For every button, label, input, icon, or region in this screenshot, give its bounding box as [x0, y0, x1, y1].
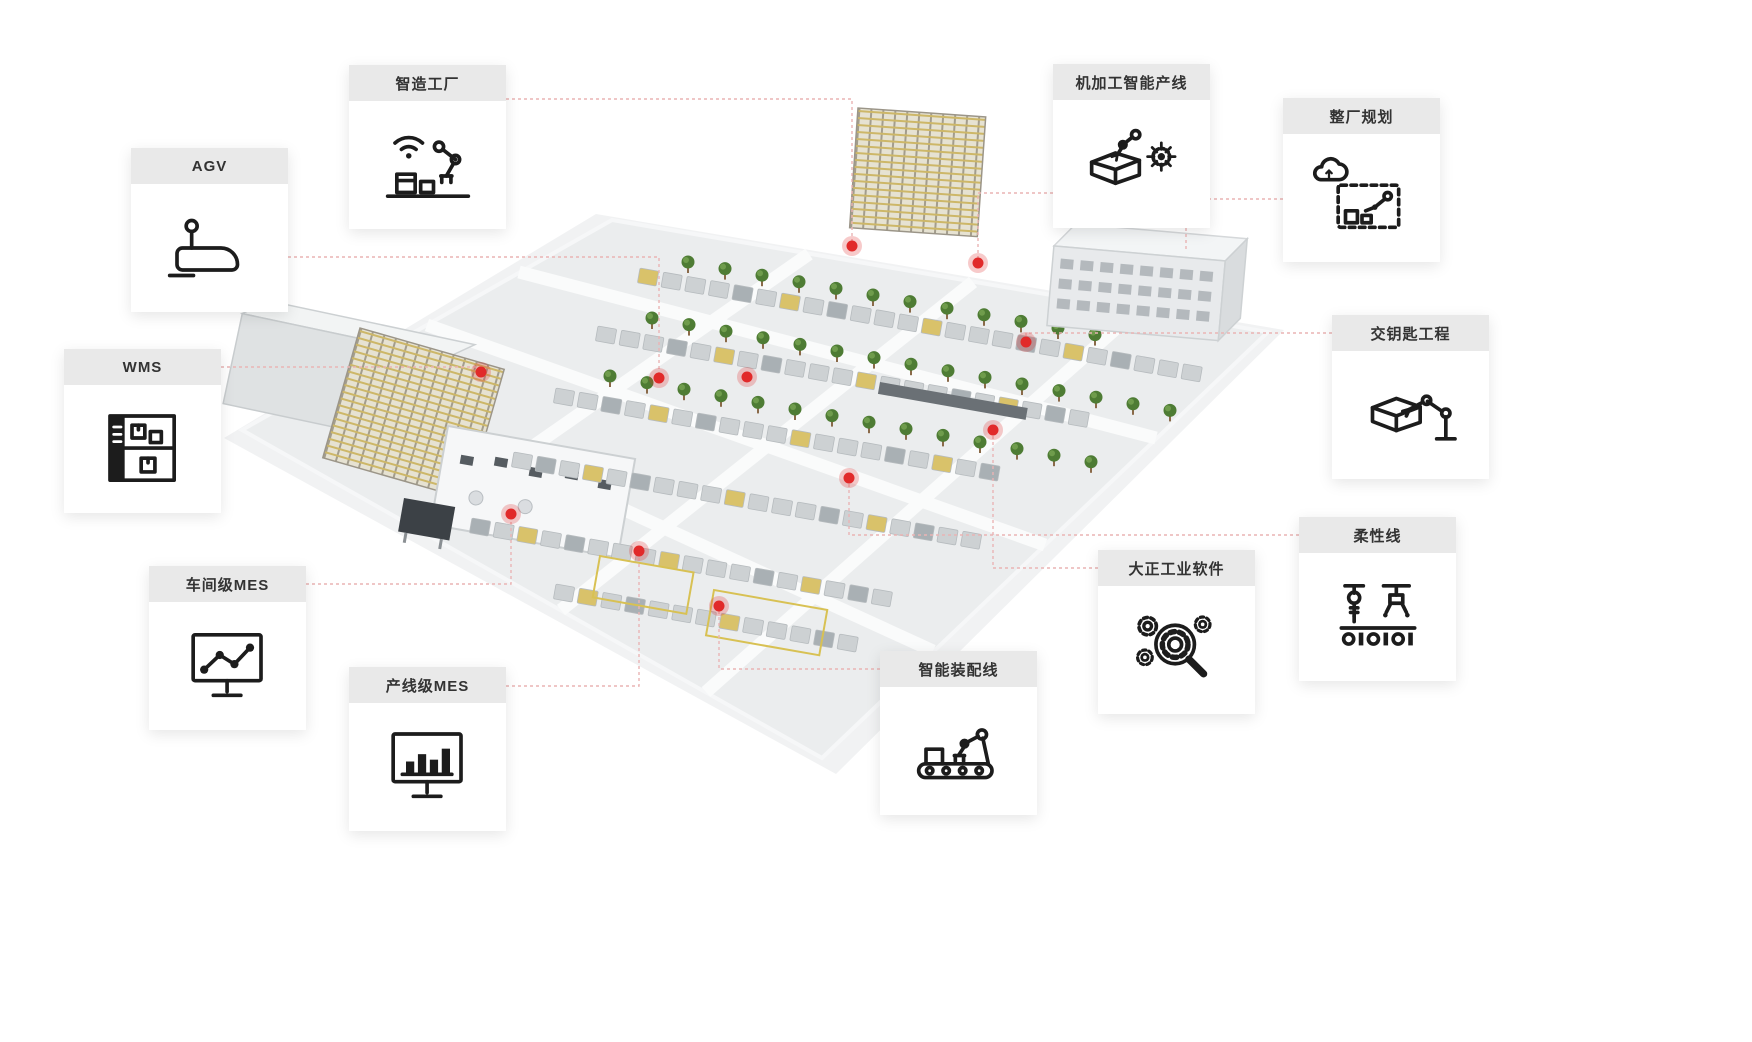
- map-marker[interactable]: [737, 367, 757, 387]
- display-billboard: [398, 498, 456, 550]
- monitor-network-icon: [190, 633, 263, 698]
- office-building: [1046, 222, 1249, 343]
- callout-workshop-mes[interactable]: 车间级MES: [149, 566, 306, 730]
- callout-flexible-line-label: 柔性线: [1299, 517, 1456, 553]
- callout-machining-line-label: 机加工智能产线: [1053, 64, 1210, 100]
- callout-plant-planning[interactable]: 整厂规划: [1283, 98, 1440, 262]
- callout-wms-label: WMS: [64, 349, 221, 385]
- connector-smart-factory: [506, 98, 853, 243]
- connector-line-mes: [506, 554, 640, 687]
- callout-turnkey-project-label: 交钥匙工程: [1332, 315, 1489, 351]
- robot-gear-icon: [1089, 128, 1176, 186]
- connector-workshop-mes: [306, 517, 512, 585]
- callout-agv[interactable]: AGV: [131, 148, 288, 312]
- connector-machining: [977, 192, 1053, 260]
- map-marker[interactable]: [709, 596, 729, 616]
- callout-smart-factory[interactable]: 智造工厂: [349, 65, 506, 229]
- map-markers: [471, 236, 1036, 616]
- magnifier-gears-icon: [1135, 615, 1212, 678]
- map-marker[interactable]: [842, 236, 862, 256]
- map-marker[interactable]: [629, 541, 649, 561]
- map-marker[interactable]: [649, 368, 669, 388]
- callout-wms[interactable]: WMS: [64, 349, 221, 513]
- callout-dazheng-software[interactable]: 大正工业软件: [1098, 550, 1255, 714]
- pallet-racks: [321, 107, 987, 501]
- robotic-tools-icon: [1339, 584, 1416, 646]
- callout-smart-factory-label: 智造工厂: [349, 65, 506, 101]
- conveyor-robot-icon: [916, 728, 994, 780]
- map-marker[interactable]: [501, 504, 521, 524]
- fenced-cells: [591, 554, 829, 657]
- palm-trees: [603, 255, 1177, 473]
- callout-smart-assembly-line[interactable]: 智能装配线: [880, 651, 1037, 815]
- building-windows: [1056, 258, 1214, 322]
- factory-planning-icon: [1312, 156, 1400, 230]
- conveyor-strip: [877, 382, 1028, 420]
- callout-smart-assembly-line-label: 智能装配线: [880, 651, 1037, 687]
- callout-turnkey-project[interactable]: 交钥匙工程: [1332, 315, 1489, 479]
- connector-assembly: [718, 609, 880, 670]
- map-marker[interactable]: [1016, 332, 1036, 352]
- map-marker[interactable]: [983, 420, 1003, 440]
- callout-flexible-line[interactable]: 柔性线: [1299, 517, 1456, 681]
- callout-dazheng-software-label: 大正工业软件: [1098, 550, 1255, 586]
- robot-box-icon: [1370, 394, 1457, 441]
- callout-plant-planning-label: 整厂规划: [1283, 98, 1440, 134]
- connector-turnkey: [1025, 332, 1332, 339]
- callout-workshop-mes-label: 车间级MES: [149, 566, 306, 602]
- map-marker[interactable]: [968, 253, 988, 273]
- monitor-barchart-icon: [390, 732, 463, 799]
- agv-vehicle-icon: [167, 218, 239, 278]
- callout-machining-line[interactable]: 机加工智能产线: [1053, 64, 1210, 228]
- connector-flexible: [848, 481, 1299, 536]
- callout-agv-label: AGV: [131, 148, 288, 184]
- callout-line-mes[interactable]: 产线级MES: [349, 667, 506, 831]
- robot-arm-wifi-icon: [385, 135, 470, 198]
- callout-line-mes-label: 产线级MES: [349, 667, 506, 703]
- warehouse-cabinet-icon: [107, 414, 176, 482]
- map-marker[interactable]: [839, 468, 859, 488]
- map-marker[interactable]: [471, 362, 491, 382]
- connector-dazheng: [992, 433, 1098, 569]
